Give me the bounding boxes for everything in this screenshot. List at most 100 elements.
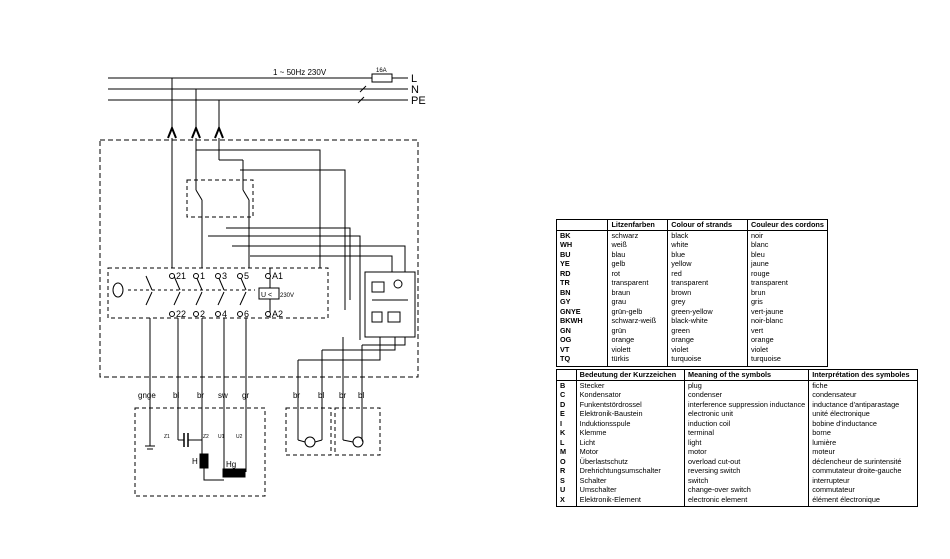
strand-header-fr: Couleur des cordons [746,219,828,231]
symbol-table-cell: borne [808,428,918,438]
strand-table-cell: transparent [746,278,828,288]
terminal-6: 6 [244,309,249,319]
terminal-3: 3 [222,271,227,281]
line-label-n: N [411,84,419,96]
strand-header-en: Colour of strands [667,219,748,231]
symbol-table-cell: inductance d'antiparastage [808,399,918,409]
strand-table-cell: turquoise [667,354,748,366]
symbol-table-cell: Umschalter [575,485,685,495]
strand-table-cell: rouge [746,268,828,278]
strand-table-cell: orange [667,335,748,345]
strand-table-cell: braun [607,287,668,297]
main-winding-label: Hg [226,460,236,469]
strand-table-cell: grün [607,325,668,335]
strand-table-cell: YE [560,259,570,269]
symbol-table-cell: D [560,399,566,409]
symbol-table-cell: X [560,494,565,504]
strand-table-cell: orange [746,335,828,345]
terminal-22: 22 [176,309,186,319]
strand-table-cell: BN [560,287,571,297]
strand-table-cell: jaune [746,259,828,269]
strand-colour-table: Litzenfarben Colour of strands Couleur d… [556,219,828,367]
symbol-table-cell: induction coil [683,418,809,428]
strand-table-cell: türkis [607,354,668,366]
symbol-table-cell: overload cut-out [683,456,809,466]
symbol-table-cell: Kondensator [575,390,685,400]
symbol-table-cell: U [560,485,566,495]
symbol-table-cell: interference suppression inductance [683,399,809,409]
relay-voltage: 230V [280,293,294,299]
strand-table-cell: weiß [607,240,668,250]
strand-table-cell: noir [746,230,828,240]
strand-table-cell: rot [607,268,668,278]
aux-wire-label-2: bl [318,391,324,400]
symbol-table-cell: I [560,418,563,428]
strand-table-cell: vert [746,325,828,335]
symbol-meaning-table: Bedeutung der Kurzzeichen Meaning of the… [556,369,918,507]
symbol-table-cell: élément électronique [808,494,918,507]
wire-label-br: br [197,391,204,400]
symbol-table-cell: M [560,447,567,457]
strand-table-cell: BKWH [560,316,583,326]
housing-boundary [99,139,419,378]
symbol-table-cell: R [560,466,566,476]
symbol-table-cell: K [560,428,566,438]
strand-table-cell: TR [560,278,570,288]
symbol-table-cell: Elektronik-Element [575,494,685,507]
lamp-1 [304,436,316,448]
symbol-table-cell: bobine d'inductance [808,418,918,428]
strand-table-cell: violet [667,344,748,354]
aux-wire-label-4: bl [358,391,364,400]
relay-label: U < [261,292,272,299]
wire-label-sw: sw [218,391,228,400]
strand-table-cell: red [667,268,748,278]
aux-wire-label-3: br [339,391,346,400]
symbol-header-code [556,369,577,381]
strand-table-cell: green [667,325,748,335]
plug-pin-pe [214,125,224,139]
strand-table-cell: VT [560,344,570,354]
strand-table-cell: BU [560,249,571,259]
strand-table-cell: brun [746,287,828,297]
symbol-table-cell: terminal [683,428,809,438]
symbol-table-cell: electronic element [683,494,809,507]
symbol-table-cell: Stecker [575,380,685,390]
strand-table-cell: gris [746,297,828,307]
symbol-table-header: Bedeutung der Kurzzeichen Meaning of the… [556,369,918,381]
symbol-table-cell: Elektronik-Baustein [575,409,685,419]
strand-table-cell: green-yellow [667,306,748,316]
strand-table-cell: transparent [667,278,748,288]
symbol-table-cell: Motor [575,447,685,457]
strand-table-cell: GN [560,325,571,335]
strand-table-cell: blau [607,249,668,259]
symbol-table-cell: Klemme [575,428,685,438]
strand-table-cell: violet [746,344,828,354]
fuse-symbol [371,73,393,83]
strand-table-cell: OG [560,335,572,345]
strand-table-cell: transparent [607,278,668,288]
strand-table-cell: noir-blanc [746,316,828,326]
symbol-table-cell: reversing switch [683,466,809,476]
line-label-pe: PE [411,95,426,107]
wire-label-bl: bl [173,391,179,400]
motor-terminal-u2: U2 [236,434,243,440]
symbol-table-cell: switch [683,475,809,485]
symbol-table-cell: Funkentstördrossel [575,399,685,409]
symbol-table-cell: plug [683,380,809,390]
strand-table-cell: RD [560,268,571,278]
symbol-table-cell: C [560,390,566,400]
symbol-table-cell: change-over switch [683,485,809,495]
